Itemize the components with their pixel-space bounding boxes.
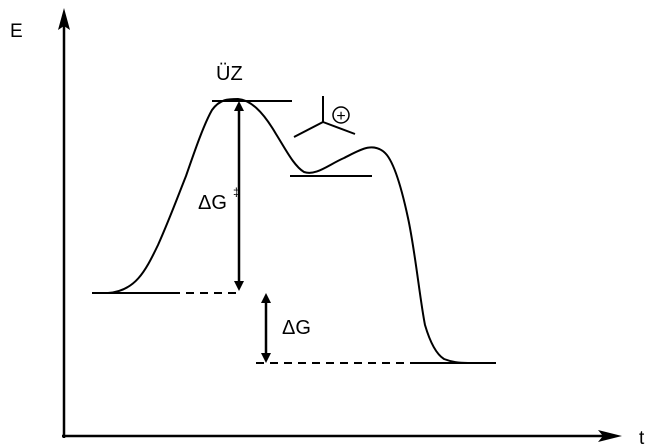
x-axis-arrowhead — [598, 430, 622, 442]
carbocation-symbol: + — [293, 96, 356, 138]
axes: E t — [10, 8, 645, 446]
transition-state-label: ÜZ — [216, 63, 243, 85]
y-axis-label: E — [10, 21, 23, 42]
energy-curve — [107, 97, 469, 364]
activation-energy-label: ΔG — [198, 192, 227, 214]
carbocation-bond-right — [322, 121, 356, 135]
y-axis-arrowhead — [58, 8, 70, 30]
positive-charge-sign: + — [336, 108, 345, 125]
x-axis-label: t — [639, 428, 645, 446]
reaction-energy-label: ΔG — [282, 317, 311, 339]
carbocation-bond-left — [293, 121, 324, 138]
energy-levels — [92, 100, 496, 364]
activation-energy-double-dagger: ‡ — [233, 185, 240, 199]
positive-charge-circle — [332, 106, 350, 124]
